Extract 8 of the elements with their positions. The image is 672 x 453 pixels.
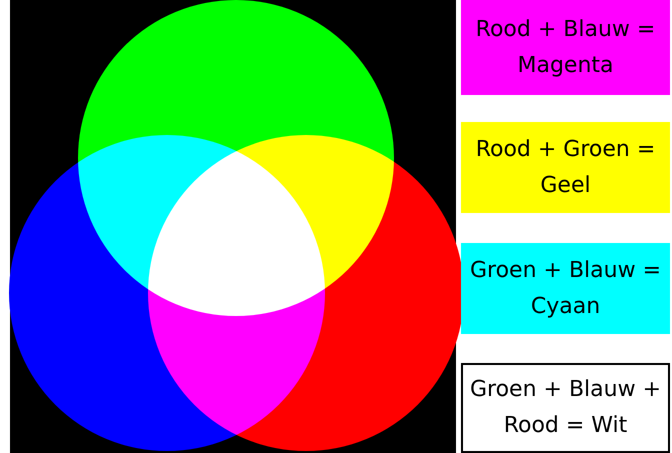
color-mix-text: Groen + Blauw + Rood = Wit — [469, 376, 662, 440]
color-mix-text: Rood + Groen = Geel — [474, 136, 656, 200]
color-mix-text: Groen + Blauw = Cyaan — [468, 256, 662, 320]
color-mix-box — [461, 122, 670, 213]
color-mix-text: Rood + Blauw = Magenta — [474, 16, 656, 80]
color-mix-box — [461, 243, 670, 334]
color-mix-box — [461, 363, 670, 453]
color-mix-box — [461, 0, 670, 95]
